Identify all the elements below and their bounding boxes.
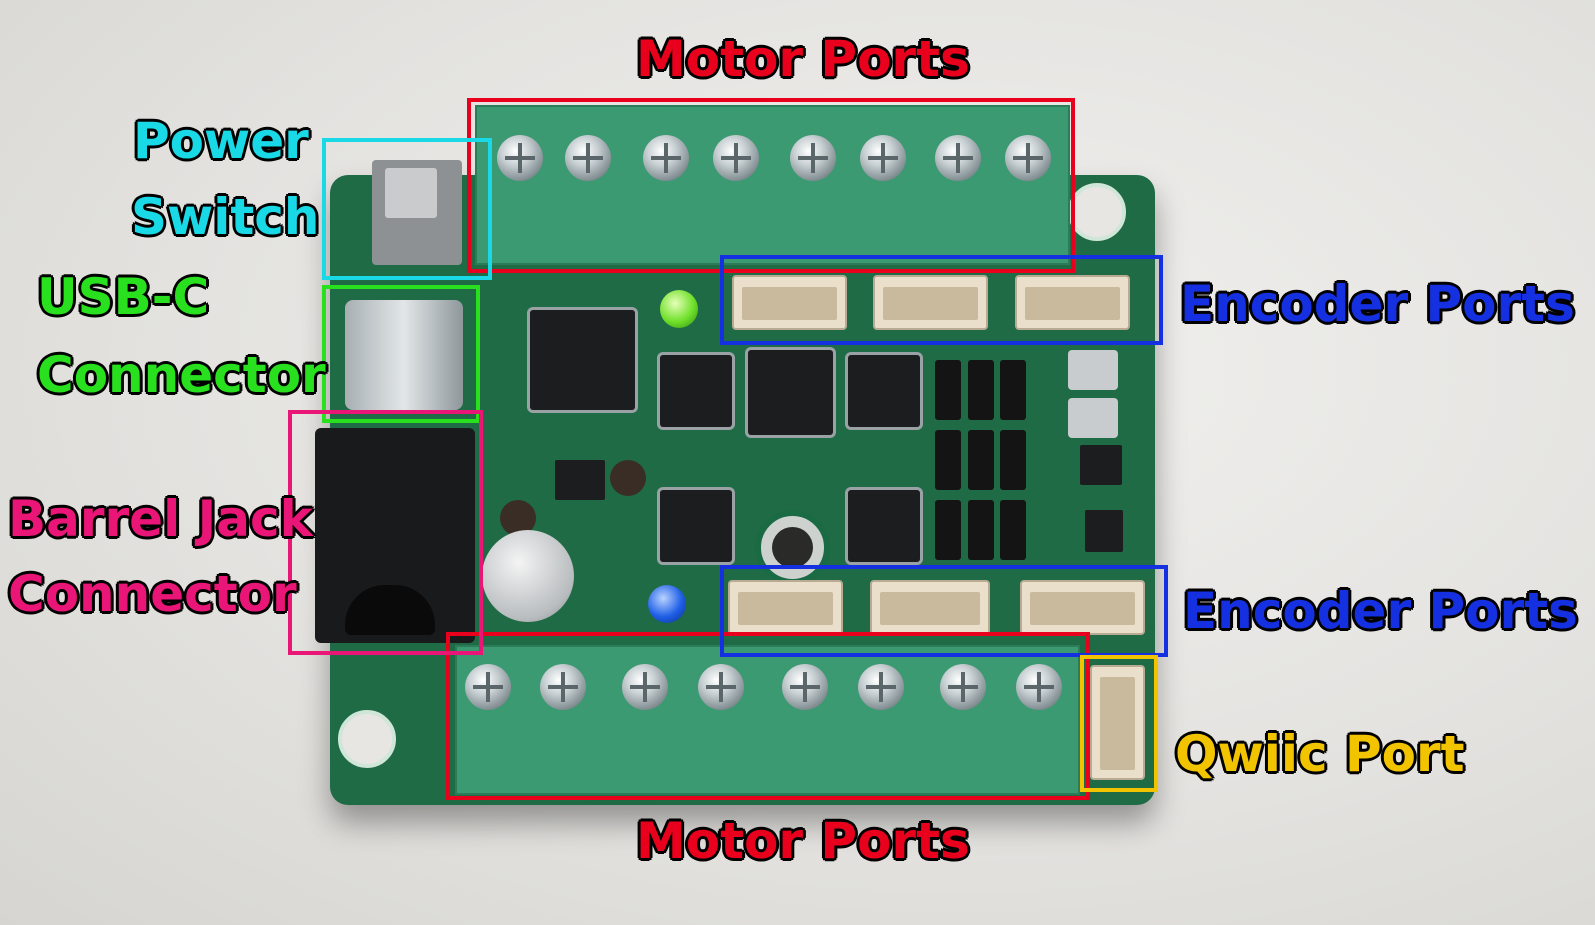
encoder-connector [732, 275, 847, 330]
screw [1005, 135, 1051, 181]
small-chip [1080, 445, 1122, 485]
encoder-connector [870, 580, 990, 635]
servo-header [968, 360, 994, 420]
encoder-ports-bottom-box [720, 565, 1168, 657]
encoder-connector [1020, 580, 1145, 635]
center-hole-inner [772, 527, 813, 568]
screw [643, 135, 689, 181]
power-switch-label-line2: Switch [131, 188, 320, 246]
usbc-box [322, 285, 480, 423]
driver-chip [660, 355, 732, 427]
motor-ports-top-box [467, 98, 1075, 273]
screw [698, 664, 744, 710]
power-switch-label-line1: Power [133, 112, 309, 170]
tactile-button [1068, 398, 1118, 438]
usbc-label-line1: USB-C [37, 268, 210, 326]
barrel-jack-box [288, 410, 483, 655]
servo-header [935, 360, 961, 420]
driver-chip [848, 355, 920, 427]
encoder-ports-top-box [720, 255, 1163, 345]
barrel-jack-opening [345, 585, 435, 635]
screw [940, 664, 986, 710]
driver-chip [848, 490, 920, 562]
power-switch-knob [385, 168, 437, 218]
qwiic-port-label: Qwiic Port [1175, 725, 1465, 783]
encoder-connector [1015, 275, 1130, 330]
small-chip [555, 460, 605, 500]
electrolytic-capacitor [482, 530, 574, 622]
motor-ports-bottom-label: Motor Ports [636, 812, 970, 870]
motor-ports-top-label: Motor Ports [636, 30, 970, 88]
screw [497, 135, 543, 181]
usbc-connector-body [345, 300, 463, 410]
inductor [610, 460, 646, 496]
barrel-jack-label-line1: Barrel Jack [8, 490, 313, 548]
servo-header [935, 500, 961, 560]
mcu-chip [530, 310, 635, 410]
servo-header [935, 430, 961, 490]
servo-header [968, 430, 994, 490]
encoder-connector [873, 275, 988, 330]
servo-header [968, 500, 994, 560]
qwiic-port-box [1080, 655, 1158, 792]
screw [622, 664, 668, 710]
qwiic-connector [1090, 665, 1145, 780]
servo-header [1000, 430, 1026, 490]
encoder-ports-top-label: Encoder Ports [1180, 275, 1575, 333]
motor-terminal-top [475, 105, 1070, 265]
driver-chip [748, 350, 833, 435]
screw [565, 135, 611, 181]
screw [860, 135, 906, 181]
mounting-hole [338, 710, 396, 768]
screw [713, 135, 759, 181]
barrel-jack-label-line2: Connector [8, 565, 297, 623]
green-led [660, 290, 698, 328]
screw [540, 664, 586, 710]
screw [790, 135, 836, 181]
screw [782, 664, 828, 710]
screw [858, 664, 904, 710]
usbc-label-line2: Connector [37, 346, 326, 404]
mounting-hole [1068, 183, 1126, 241]
blue-led [648, 585, 686, 623]
screw [465, 664, 511, 710]
screw [1016, 664, 1062, 710]
servo-header [1000, 500, 1026, 560]
motor-ports-bottom-box [446, 632, 1090, 800]
driver-chip [660, 490, 732, 562]
servo-header [1000, 360, 1026, 420]
encoder-ports-bottom-label: Encoder Ports [1183, 582, 1578, 640]
tactile-button [1068, 350, 1118, 390]
power-switch-box [322, 138, 492, 280]
small-chip [1085, 510, 1123, 552]
screw [935, 135, 981, 181]
